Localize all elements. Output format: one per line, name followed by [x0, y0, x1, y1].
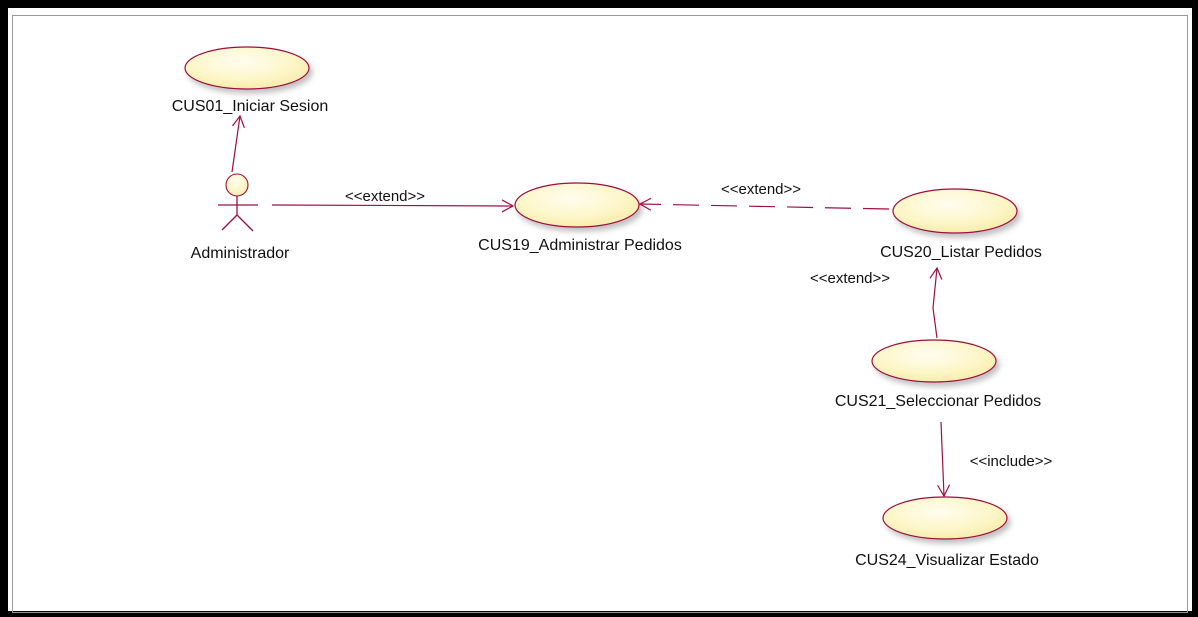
label-actor: Administrador: [191, 245, 290, 262]
stereotype-cus21-cus24: <<include>>: [970, 453, 1053, 470]
use-case-cus20[interactable]: [892, 188, 1018, 234]
stereotype-cus20-cus19: <<extend>>: [721, 181, 801, 198]
use-case-cus24[interactable]: [882, 496, 1008, 540]
label-cus24: CUS24_Visualizar Estado: [855, 552, 1039, 569]
actor-administrador[interactable]: [218, 173, 258, 232]
diagram-inner-border: [12, 15, 1188, 613]
actor-right-leg: [236, 214, 254, 232]
label-cus20: CUS20_Listar Pedidos: [880, 244, 1042, 261]
edge-cus20-to-cus19: [638, 197, 890, 211]
use-case-cus19[interactable]: [514, 182, 640, 228]
use-case-cus01[interactable]: [184, 46, 310, 90]
stereotype-admin-cus19: <<extend>>: [345, 188, 425, 205]
actor-left-leg: [221, 214, 238, 231]
stereotype-cus21-cus20: <<extend>>: [810, 270, 890, 287]
actor-head-icon: [225, 173, 249, 197]
label-cus01: CUS01_Iniciar Sesion: [172, 98, 329, 115]
use-case-cus21[interactable]: [871, 339, 997, 383]
edge-admin-to-cus19: [271, 199, 515, 213]
edge-admin-to-cus01: [231, 114, 245, 173]
edge-cus21-to-cus20: [929, 266, 943, 339]
edge-cus21-to-cus24: [937, 421, 951, 498]
label-cus21: CUS21_Seleccionar Pedidos: [835, 393, 1041, 410]
label-cus19: CUS19_Administrar Pedidos: [478, 237, 682, 254]
